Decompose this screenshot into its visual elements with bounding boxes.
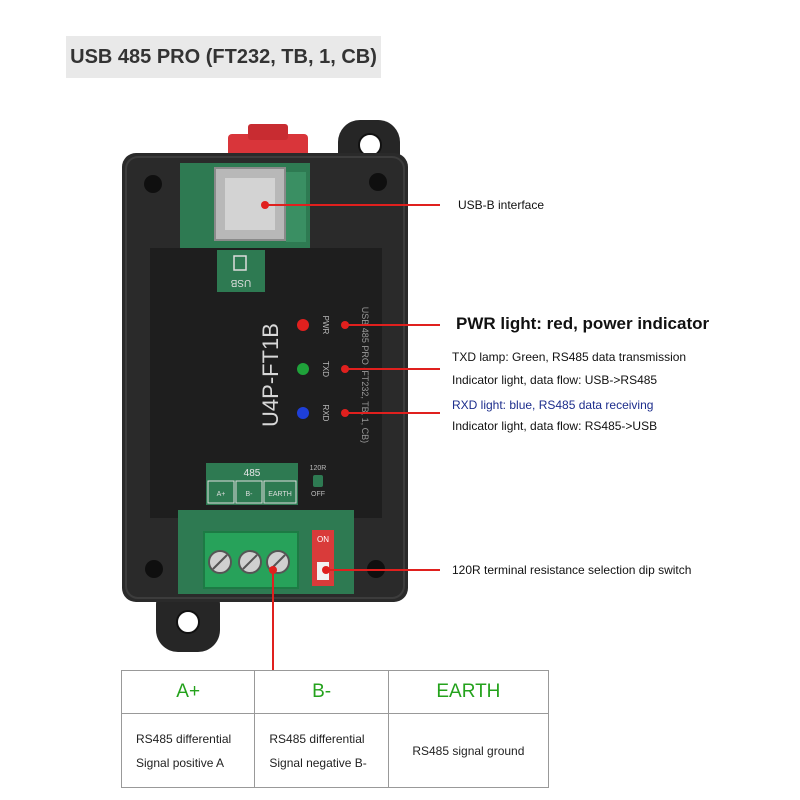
rxd-callout-label: RXD light: blue, RS485 data receiving (452, 398, 654, 412)
switch-indicator (313, 475, 323, 487)
table-column-earth: EARTH RS485 signal ground (388, 671, 548, 787)
terminal-label-b: B- (246, 491, 254, 498)
terminal-label-earth: EARTH (268, 491, 292, 498)
rxd-led-label: RXD (321, 405, 330, 422)
table-cell-b: RS485 differential Signal negative B- (255, 714, 387, 787)
table-column-a: A+ RS485 differential Signal positive A (122, 671, 256, 787)
usb-label-block (217, 250, 265, 292)
table-column-b: B- RS485 differential Signal negative B- (255, 671, 389, 787)
dip-callout-label: 120R terminal resistance selection dip s… (452, 563, 692, 577)
terminal-header-label: 485 (244, 468, 261, 479)
table-head-b: B- (255, 671, 388, 714)
terminal-label-box (235, 480, 263, 504)
table-cell-a-line1: RS485 differential (136, 731, 232, 746)
dip-switch: ON (312, 530, 334, 586)
usb-b-connector (214, 167, 286, 241)
model-label: U4P-FT1B (258, 323, 283, 427)
model-side-label: USB 485 PRO (FT232, TB, 1, CB) (360, 307, 370, 443)
terminal-label-a: A+ (217, 491, 226, 498)
rxd-callout-label-2: Indicator light, data flow: RS485->USB (452, 419, 658, 433)
terminal-signal-table: A+ RS485 differential Signal positive A … (121, 670, 549, 788)
terminal-header-block (206, 463, 298, 505)
usb-port-label: USB (230, 277, 251, 288)
dip-callout-line (326, 569, 440, 571)
txd-led-label: TXD (321, 361, 330, 377)
dip-on-label: ON (317, 535, 329, 544)
rxd-led (297, 407, 309, 419)
screw-hole (145, 560, 163, 578)
screw-hole (144, 175, 162, 193)
pwr-callout-label: PWR light: red, power indicator (456, 314, 710, 333)
usb-callout-line (265, 204, 440, 206)
txd-callout-label: TXD lamp: Green, RS485 data transmission (452, 350, 687, 364)
terminal-callout-line (272, 570, 274, 670)
pcb-strip (286, 172, 306, 242)
usb-callout-label: USB-B interface (458, 198, 545, 212)
table-cell-b-line1: RS485 differential (269, 731, 365, 746)
pwr-callout-line (345, 324, 440, 326)
txd-callout-label-2: Indicator light, data flow: USB->RS485 (452, 373, 658, 387)
table-cell-earth-line1: RS485 signal ground (412, 743, 525, 758)
switch-label: 120R (310, 465, 327, 472)
usb-label-icon (233, 255, 247, 271)
screw-hole (369, 173, 387, 191)
pwr-led-label: PWR (321, 316, 330, 335)
terminal-label-box (263, 480, 297, 504)
rxd-callout-line (345, 412, 440, 414)
pwr-led (297, 319, 309, 331)
page-title: USB 485 PRO (FT232, TB, 1, CB) (66, 36, 381, 78)
table-head-a: A+ (122, 671, 255, 714)
txd-led (297, 363, 309, 375)
table-cell-b-line2: Signal negative B- (269, 755, 367, 770)
table-cell-a: RS485 differential Signal positive A (122, 714, 254, 787)
txd-callout-line (345, 368, 440, 370)
table-cell-earth: RS485 signal ground (389, 714, 548, 787)
table-cell-a-line2: Signal positive A (136, 755, 225, 770)
switch-off-label: OFF (311, 491, 325, 498)
terminal-label-box (207, 480, 235, 504)
table-head-earth: EARTH (388, 671, 548, 714)
usb-dust-cap-handle (248, 124, 288, 140)
terminal-block (203, 531, 299, 589)
device-body-edge (125, 156, 405, 599)
